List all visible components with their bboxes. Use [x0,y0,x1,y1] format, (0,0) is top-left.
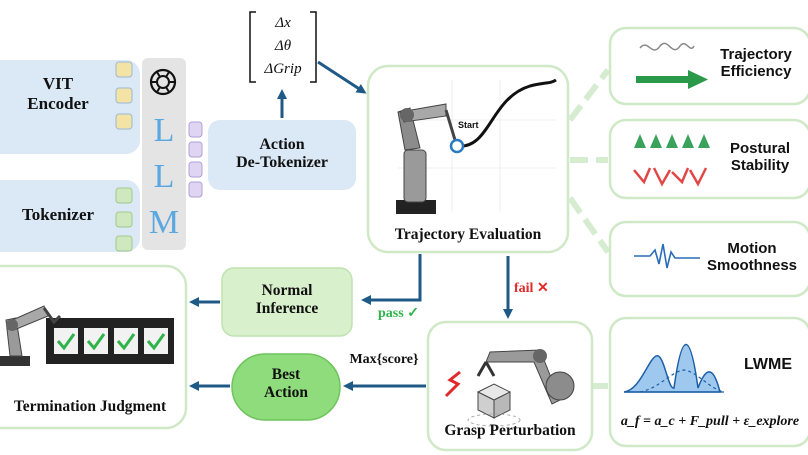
tokenizer-box [0,180,140,252]
check-icon: ✓ [403,306,419,321]
matrix-right-bracket [310,11,317,83]
tokenizer-label: Tokenizer [21,205,95,224]
signal-wave-icon [634,243,700,269]
smoothness-panel [608,220,808,298]
best-action-button [231,353,341,421]
arrow-vector-to-trajectory [317,60,367,94]
vit-encoder-box [0,60,140,154]
trajectory-title: Trajectory Evaluation [394,226,542,243]
wiggly-path-icon [639,42,695,51]
lwme-title: LWME [744,356,792,373]
grasp-title: Grasp Perturbation [444,422,576,439]
gripper-robot-icon [444,349,575,427]
encoder-token-squares [115,61,133,130]
termination-title: Termination Judgment [13,398,167,415]
arrow-trajectory-to-normal [361,254,422,305]
llm-column [142,58,186,250]
max-score-label: Max{score} [349,352,419,367]
robot-arm-icon [396,103,465,214]
trajectory-curve [456,78,557,148]
trajectory-panel [366,64,570,254]
metric-connectors [567,68,611,389]
detokenizer-box [208,120,356,190]
grasp-panel [426,320,594,452]
text-token-squares [115,187,133,252]
efficiency-arrow-icon [636,70,708,89]
matrix-left-bracket [249,11,256,83]
pass-label: pass ✓ [378,306,419,321]
openai-logo-icon [149,68,177,96]
normal-inference-box [221,267,353,337]
lwme-distribution-icon [623,343,725,393]
stable-poses-icon [634,134,710,148]
cross-icon: ✕ [533,281,549,296]
lwme-formula: a_f = a_c + F_pull + ε_explore [620,414,800,429]
fail-label: fail ✕ [514,281,549,296]
termination-robot-icon [0,305,62,366]
start-label: Start [458,120,479,130]
film-strip-icon [46,318,174,364]
unstable-poses-icon [633,167,708,187]
llm-output-tokens [188,121,203,198]
